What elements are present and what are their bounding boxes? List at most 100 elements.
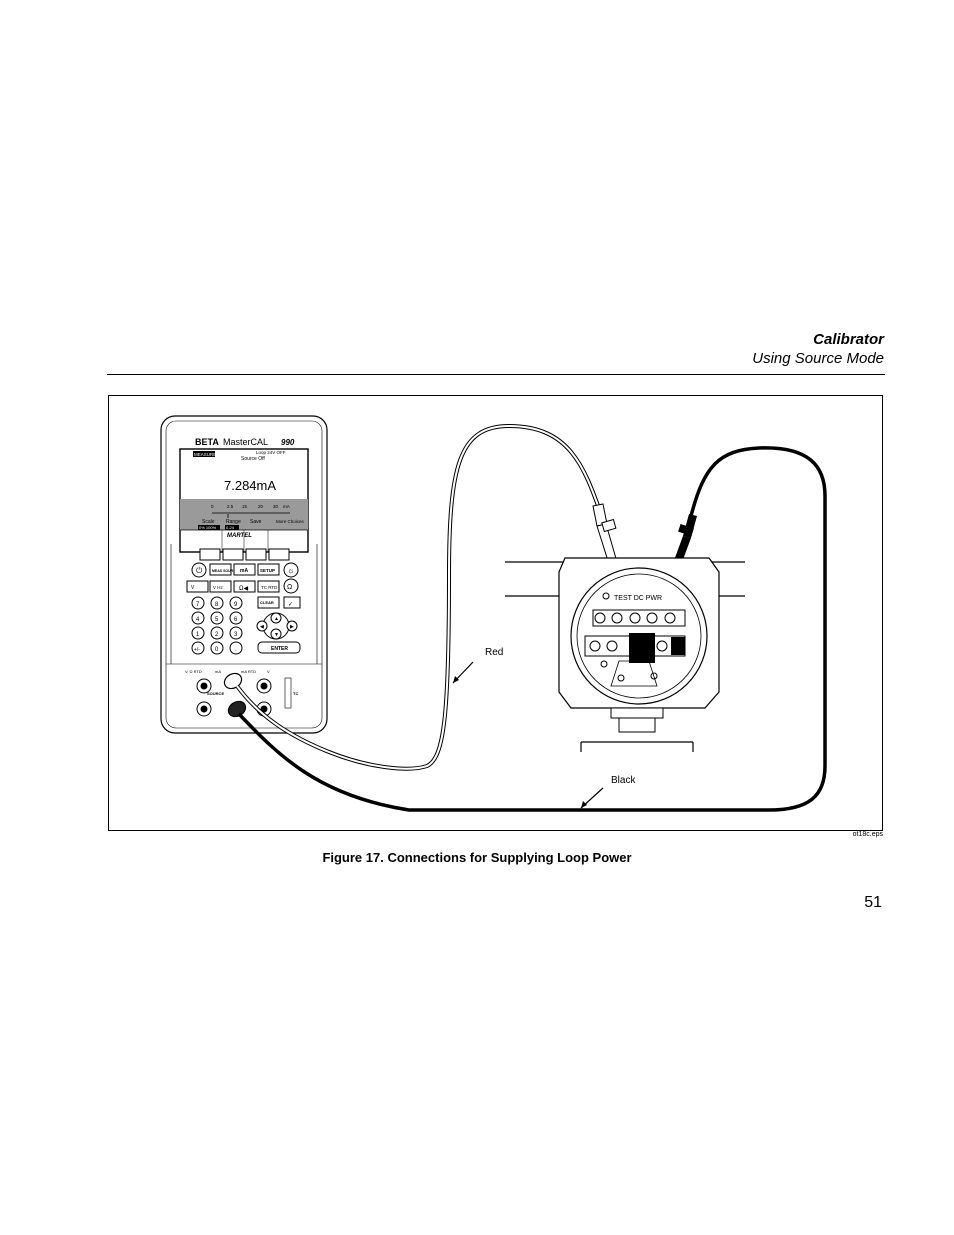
screen-scale: 0 2.5 15 20 30 mA <box>211 504 290 518</box>
jack-label-ma: mA <box>215 669 221 674</box>
key-decimal[interactable] <box>229 641 243 655</box>
scale-tick-label: 2.5 <box>227 504 234 509</box>
key-label: . <box>235 647 237 653</box>
softkey-label-scale: Scale <box>202 519 215 525</box>
sun-icon: ☼ <box>287 566 294 575</box>
figure-file-label: ot18c.eps <box>852 831 883 838</box>
softkey-button-2[interactable] <box>222 548 244 561</box>
screen-source-status: Source Off <box>241 456 265 462</box>
arrow-right-button[interactable] <box>286 620 298 632</box>
jack-label-ma-rtd: mA RTD <box>241 669 256 674</box>
header-rule <box>107 374 885 375</box>
softkey-button-3[interactable] <box>245 548 267 561</box>
key-label: 5 <box>215 617 219 623</box>
terminal-screw <box>594 612 606 624</box>
black-label: Black <box>611 775 636 786</box>
backlight-button[interactable] <box>283 562 299 578</box>
key-5[interactable] <box>210 611 224 625</box>
clear-button[interactable] <box>257 596 280 609</box>
pressure-button[interactable] <box>283 578 299 594</box>
key-plus-minus[interactable] <box>191 641 205 655</box>
pressure-icon: Ω <box>287 584 292 591</box>
key-label: 8 <box>215 602 219 608</box>
ma-button[interactable] <box>233 563 256 576</box>
key-8[interactable] <box>210 596 224 610</box>
key-label: 0 <box>215 647 219 653</box>
terminal-screw <box>646 612 658 624</box>
screen-reading: 7.284mA <box>224 478 276 493</box>
terminal-screw <box>611 612 623 624</box>
continuity-button[interactable] <box>233 580 256 593</box>
arrow-left-button[interactable] <box>256 620 268 632</box>
page-number: 51 <box>864 894 882 911</box>
jack-label-tc: TC <box>293 691 298 696</box>
v-hz-label: V Hz <box>213 585 224 590</box>
black-lead <box>237 446 827 812</box>
terminal-screw <box>629 612 641 624</box>
arrow-up-icon: ▲ <box>274 616 279 622</box>
meas-source-label: MEAS SOURCE <box>212 569 239 573</box>
figure-frame: BETA MasterCAL 990 MEASURE Loop 24V OFF … <box>108 395 883 831</box>
key-6[interactable] <box>229 611 243 625</box>
power-icon: ⏻ <box>196 566 203 575</box>
v-dc-button[interactable] <box>186 580 209 593</box>
sensor-button[interactable] <box>283 596 301 609</box>
continuity-icon: Ω◀ <box>239 586 248 592</box>
device-brand: BETA <box>195 437 219 447</box>
key-label: 6 <box>234 617 238 623</box>
terminal-screw <box>589 640 601 652</box>
meas-source-button[interactable] <box>209 563 232 576</box>
scale-tick-label: 0 <box>211 504 214 509</box>
connection-diagram: BETA MasterCAL 990 MEASURE Loop 24V OFF … <box>160 415 827 812</box>
arrow-down-icon: ▼ <box>274 632 279 638</box>
red-label: Red <box>485 647 503 658</box>
scale-tick-label: 20 <box>258 504 264 509</box>
softkey-button-4[interactable] <box>268 548 290 561</box>
section-title: Calibrator <box>813 331 884 348</box>
scale-tick-label: 30 <box>273 504 279 509</box>
device-number: 990 <box>281 438 295 447</box>
key-label: 3 <box>234 632 238 638</box>
arrow-right-icon: ▶ <box>290 624 294 630</box>
terminal-screw <box>656 640 668 652</box>
key-3[interactable] <box>229 626 243 640</box>
key-label: 1 <box>196 632 200 638</box>
enter-button[interactable] <box>257 641 301 654</box>
key-label: 2 <box>215 632 219 638</box>
key-label: 7 <box>196 602 200 608</box>
terminal-screw <box>664 612 676 624</box>
device-model: MasterCAL <box>223 437 268 447</box>
key-4[interactable] <box>191 611 205 625</box>
softkey-button-1[interactable] <box>199 548 221 561</box>
tc-rtd-button[interactable] <box>257 580 280 593</box>
key-2[interactable] <box>210 626 224 640</box>
scale-tick-label: 15 <box>242 504 248 509</box>
jack-label-v: V <box>267 669 270 674</box>
arrow-down-button[interactable] <box>270 628 282 640</box>
ma-label: mA <box>240 568 248 574</box>
tc-connector[interactable] <box>284 677 292 709</box>
transmitter-housing: TEST DC PWR <box>505 557 745 752</box>
key-1[interactable] <box>191 626 205 640</box>
scale-tick-label: mA <box>283 504 290 509</box>
figure-caption: Figure 17. Connections for Supplying Loo… <box>322 850 632 865</box>
key-9[interactable] <box>229 596 243 610</box>
check-icon: ✓ <box>288 602 293 608</box>
terminal-screw <box>606 640 618 652</box>
setup-label: SETUP <box>260 568 275 573</box>
softkey-label-range: Range <box>226 519 241 525</box>
key-label: 9 <box>234 602 238 608</box>
arrow-up-button[interactable] <box>270 612 282 624</box>
tc-rtd-label: TC RTD <box>261 585 278 590</box>
softkey-label-more: More Choices <box>276 519 305 524</box>
setup-button[interactable] <box>257 563 280 576</box>
softkey-sub-range: 0-24 <box>226 525 235 530</box>
v-hz-button[interactable] <box>209 580 232 593</box>
key-label: +/- <box>194 647 200 653</box>
arrow-left-icon: ◀ <box>260 624 264 630</box>
softkey-label-save: Save <box>250 519 262 525</box>
key-7[interactable] <box>191 596 205 610</box>
key-0[interactable] <box>210 641 224 655</box>
power-button[interactable] <box>191 562 207 578</box>
enter-label: ENTER <box>271 646 288 652</box>
